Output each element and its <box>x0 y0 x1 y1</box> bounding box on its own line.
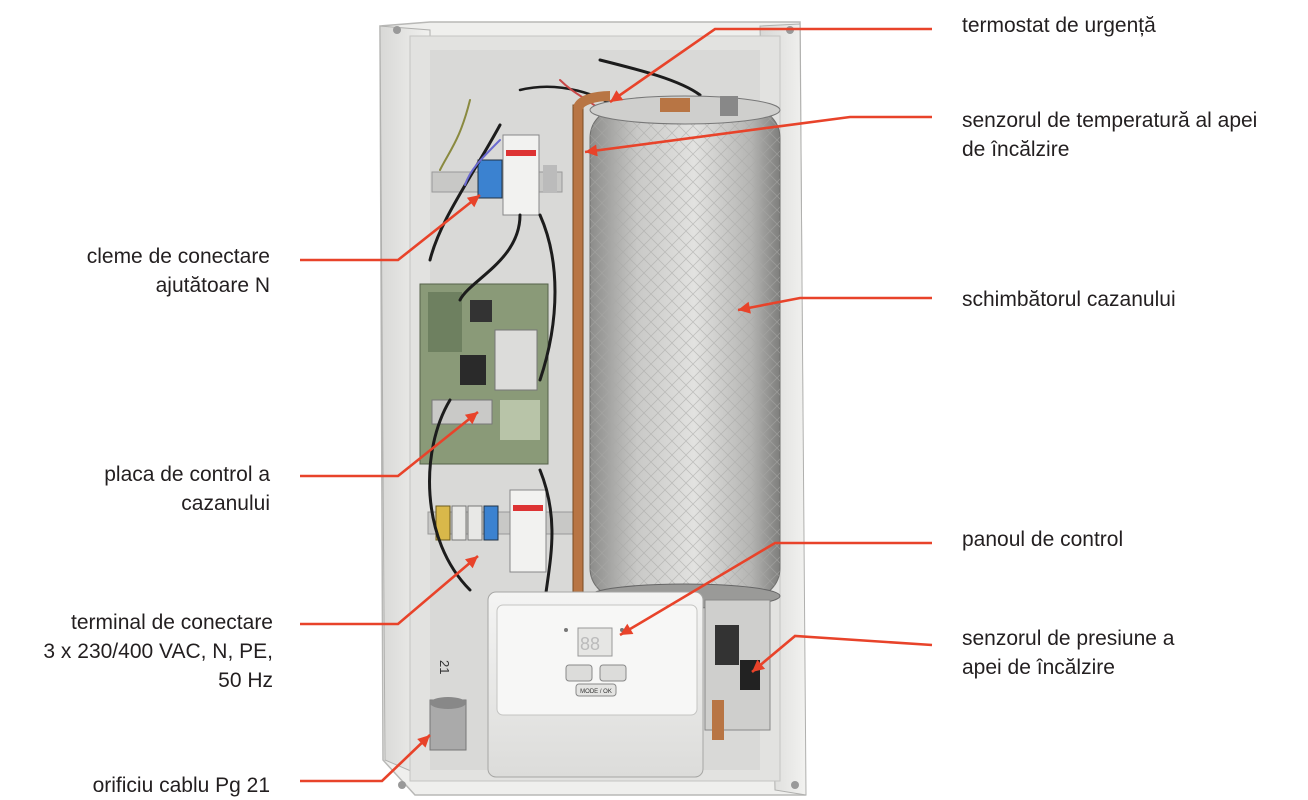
leader-senzor-temp <box>584 115 932 154</box>
callout-orificiu: orificiu cablu Pg 21 <box>93 771 270 800</box>
leader-schimbator <box>737 296 932 312</box>
callout-senzor-presiune: senzorul de presiune a apei de încălzire <box>962 624 1174 682</box>
callout-senzor-temperatura-line1: senzorul de temperatură al apei <box>962 109 1258 132</box>
callout-terminal-line2: 3 x 230/400 VAC, N, PE, <box>43 640 273 663</box>
mode-ok-label: MODE / OK <box>580 689 612 695</box>
callout-cleme: cleme de conectare ajutătoare N <box>87 242 270 300</box>
callout-senzor-presiune-line2: apei de încălzire <box>962 656 1115 679</box>
callout-schimbator-line1: schimbătorul cazanului <box>962 288 1176 311</box>
leader-termostat-arrowhead <box>610 90 624 102</box>
callout-orificiu-line1: orificiu cablu Pg 21 <box>92 774 270 797</box>
leader-senzor-temp-arrowhead <box>585 144 598 157</box>
leader-senzor-presiune <box>751 634 933 673</box>
leader-panou-arrowhead <box>620 623 634 635</box>
callout-termostat-line1: termostat de urgență <box>962 14 1156 37</box>
leader-cleme-arrowhead <box>466 195 480 208</box>
callout-terminal-line1: terminal de conectare <box>71 611 273 634</box>
callout-senzor-temperatura: senzorul de temperatură al apei de încăl… <box>962 106 1257 164</box>
leader-cleme <box>300 193 481 262</box>
control-board <box>419 283 549 465</box>
callout-schimbator: schimbătorul cazanului <box>962 285 1176 314</box>
leader-senzor-presiune-arrowhead <box>752 659 766 672</box>
cable-gland <box>429 697 467 751</box>
callout-senzor-presiune-line1: senzorul de presiune a <box>962 627 1175 650</box>
left-button <box>565 664 593 682</box>
right-button <box>599 664 627 682</box>
callout-terminal: terminal de conectare 3 x 230/400 VAC, N… <box>43 608 273 695</box>
callout-placa-line1: placa de control a <box>104 463 270 486</box>
leader-placa-arrowhead <box>464 412 478 425</box>
leader-termostat <box>609 27 932 104</box>
callout-placa: placa de control a cazanului <box>104 460 270 518</box>
leader-placa <box>300 410 479 478</box>
leader-orificiu <box>300 734 431 783</box>
leader-terminal-arrowhead <box>465 556 478 569</box>
leader-lines <box>300 27 933 783</box>
callout-termostat: termostat de urgență <box>962 11 1156 40</box>
callout-placa-line2: cazanului <box>181 492 270 515</box>
leader-panou <box>619 541 932 637</box>
callout-senzor-temperatura-line2: de încălzire <box>962 138 1070 161</box>
svg-text:88: 88 <box>580 634 600 654</box>
callout-panou-line1: panoul de control <box>962 528 1124 551</box>
mode-ok-button <box>575 683 617 697</box>
control-panel: 88 MODE / OK <box>487 591 704 778</box>
leader-orificiu-arrowhead <box>417 735 430 748</box>
callout-panou: panoul de control <box>962 525 1123 554</box>
leader-schimbator-arrowhead <box>738 301 751 314</box>
heat-exchanger-tank <box>589 95 781 609</box>
leader-terminal <box>300 555 479 626</box>
callout-terminal-line3: 50 Hz <box>218 669 273 692</box>
callout-cleme-line1: cleme de conectare <box>86 245 270 268</box>
callout-cleme-line2: ajutătoare N <box>155 274 270 297</box>
side-label: 21 <box>437 660 452 674</box>
terminal-block <box>427 489 579 573</box>
